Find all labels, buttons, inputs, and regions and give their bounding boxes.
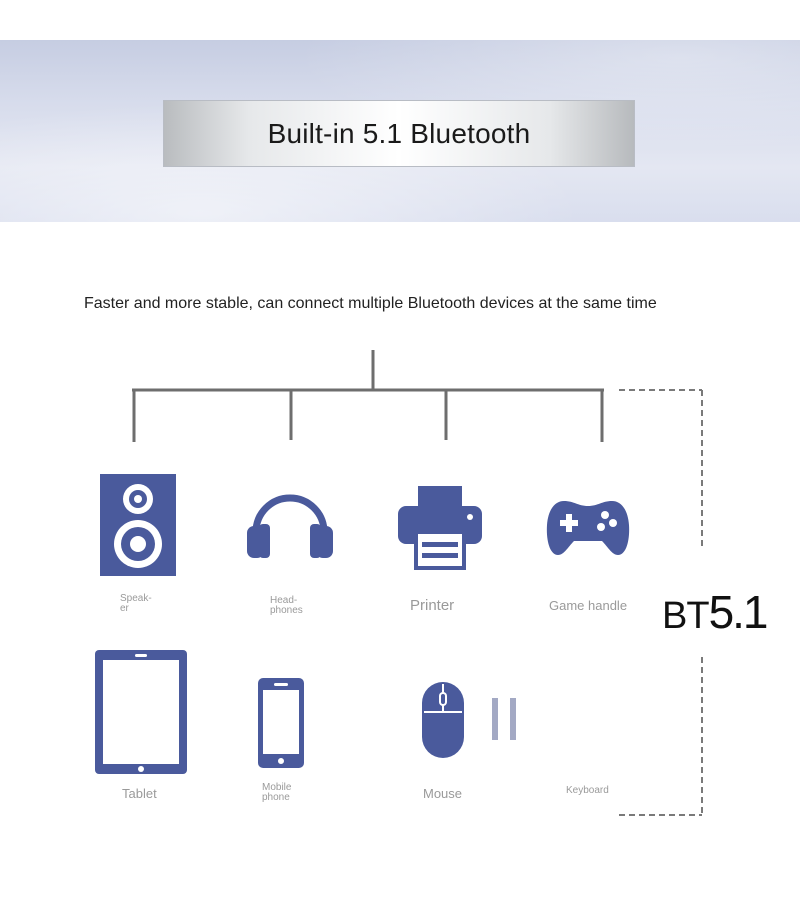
title-plate: Built-in 5.1 Bluetooth [163,100,635,167]
mouse-icon [422,682,464,758]
headphones-icon [247,494,333,558]
speaker-label: Speak- er [120,593,152,614]
bt-version-badge: BT5.1 [662,585,769,639]
subtitle: Faster and more stable, can connect mult… [84,295,657,312]
speaker-icon [100,474,176,576]
mouse-label: Mouse [423,786,463,801]
game-handle-label: Game handle [549,598,628,613]
keyboard-label: Keyboard [566,785,609,796]
tablet-label: Tablet [122,786,157,801]
tree-connector [132,350,604,442]
phone-icon [258,678,304,768]
bt-prefix: BT [662,595,710,637]
pause-bars-icon [492,698,516,740]
mobile-phone-label: Mobile phone [262,782,292,803]
tablet-icon [95,650,187,774]
gamepad-icon [546,501,630,555]
headphones-label: Head- phones [270,595,303,616]
dashed-bracket [619,389,703,816]
printer-label: Printer [410,597,455,614]
bt-version: 5.1 [708,586,769,638]
printer-icon [398,486,482,570]
page-title: Built-in 5.1 Bluetooth [267,117,531,149]
